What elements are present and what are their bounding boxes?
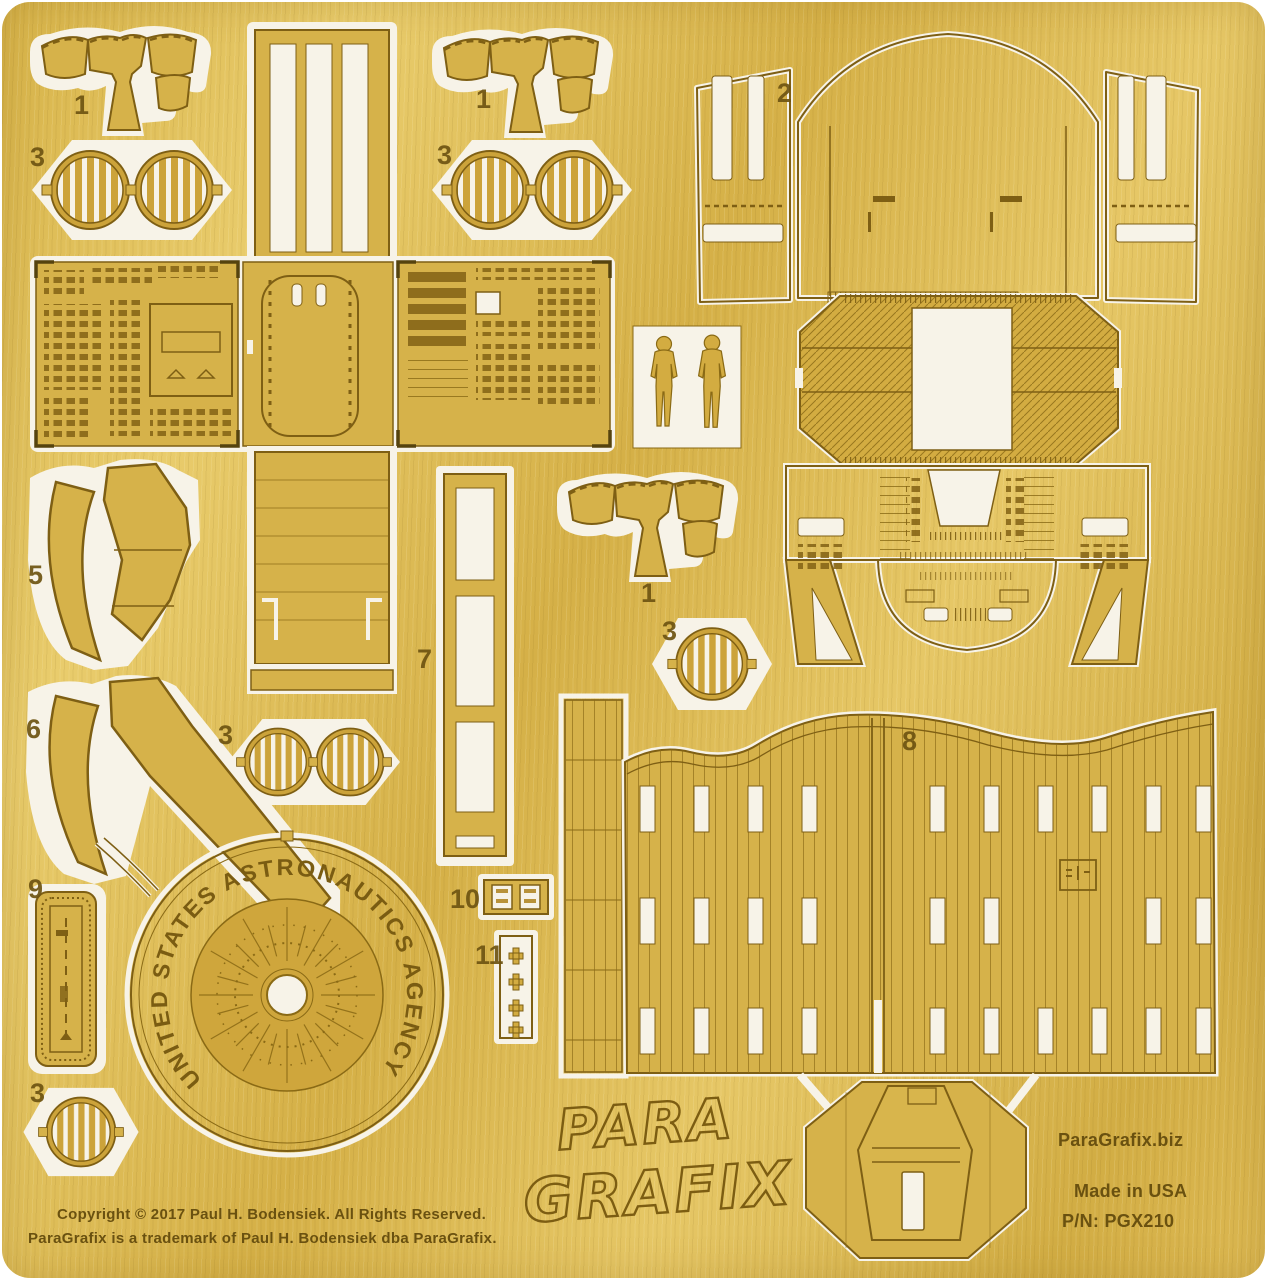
part-number-text: P/N: PGX210 bbox=[1062, 1211, 1175, 1231]
part-label-1b: 1 bbox=[476, 84, 491, 114]
part-label-2: 2 bbox=[777, 78, 792, 108]
part-label-3b: 3 bbox=[437, 140, 452, 170]
part-label-1c: 1 bbox=[641, 578, 656, 608]
part-label-6: 6 bbox=[26, 714, 41, 744]
part-1-copy-c bbox=[555, 470, 740, 584]
part-label-3e: 3 bbox=[30, 1078, 45, 1108]
part-10 bbox=[478, 874, 554, 920]
part-label-7: 7 bbox=[417, 644, 432, 674]
part-2-panel bbox=[694, 31, 1201, 308]
part-label-10: 10 bbox=[450, 884, 480, 914]
part-label-11: 11 bbox=[475, 940, 504, 970]
part-label-5: 5 bbox=[28, 560, 43, 590]
astronaut-figures-part bbox=[632, 325, 742, 449]
console-panel-assembly bbox=[30, 256, 615, 452]
part-11 bbox=[494, 930, 538, 1044]
part-7-ladder bbox=[436, 466, 514, 866]
part-label-3a: 3 bbox=[30, 142, 45, 172]
part-1-copy-a bbox=[28, 24, 213, 138]
part-label-3c: 3 bbox=[218, 720, 233, 750]
part-3-double-copy-b bbox=[432, 140, 632, 240]
part-label-8: 8 bbox=[902, 726, 917, 756]
logo-line1: PARA bbox=[555, 1086, 737, 1163]
origin-text: Made in USA bbox=[1074, 1181, 1188, 1201]
copyright-line-1: Copyright © 2017 Paul H. Bodensiek. All … bbox=[57, 1206, 487, 1223]
copyright-line-2: ParaGrafix is a trademark of Paul H. Bod… bbox=[28, 1230, 497, 1247]
pod-octagon-part bbox=[796, 1072, 1040, 1261]
ladder-column-top bbox=[247, 22, 397, 270]
paragrafix-logo: PARA GRAFIX bbox=[520, 1085, 796, 1238]
pod-bay-console-part bbox=[782, 463, 1152, 667]
part-label-3d: 3 bbox=[662, 616, 677, 646]
astronautics-agency-seal: UNITED STATES ASTRONAUTICS AGENCY bbox=[94, 830, 450, 1158]
part-label-9: 9 bbox=[28, 874, 43, 904]
part-3-double-copy-a bbox=[32, 140, 232, 240]
website-text: ParaGrafix.biz bbox=[1058, 1130, 1184, 1150]
part-3-double-copy-c bbox=[228, 719, 400, 805]
ladder-column-bottom bbox=[247, 446, 397, 694]
pod-bay-wall-part bbox=[795, 293, 1122, 467]
part-5 bbox=[28, 459, 200, 670]
part-8-panel bbox=[558, 693, 1219, 1079]
part-number-labels: 1 3 1 3 2 1 3 5 6 7 3 8 9 10 11 3 bbox=[26, 78, 917, 1108]
part-6 bbox=[26, 675, 340, 950]
part-label-1a: 1 bbox=[74, 90, 89, 120]
part-9 bbox=[28, 884, 106, 1074]
part-1-copy-b bbox=[430, 26, 615, 140]
